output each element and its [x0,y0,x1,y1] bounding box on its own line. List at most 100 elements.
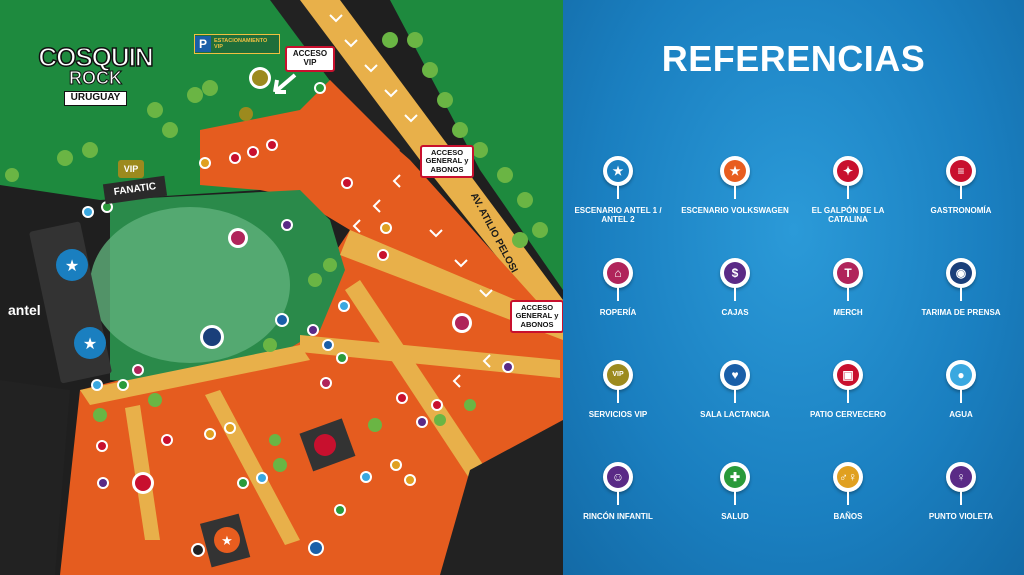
restroom-icon: ♂♀ [837,466,859,488]
star-icon: ★ [724,160,746,182]
path-2 [300,335,560,378]
map-pin: ★ [603,156,633,200]
general-access-sign-2: ACCESO GENERAL y ABONOS [510,300,563,333]
reference-label: SALUD [721,512,749,521]
reference-item: ✚ SALUD [680,462,790,521]
galpon-icon: ✦ [837,160,859,182]
map-graphic: ★ ★ ★ [0,0,563,575]
reference-label: ROPERÍA [599,308,637,317]
galpon-marker [314,434,336,456]
reference-label: PUNTO VIOLETA [928,512,994,521]
stage-antel-2 [74,327,106,359]
map-pin: ≡ [946,156,976,200]
water-drop-icon: ● [950,364,972,386]
reference-item: ≡ GASTRONOMÍA [906,156,1016,215]
pin-head: $ [720,258,750,288]
flow-arrows [329,14,493,388]
parking-label: ESTACIONAMIENTO VIP [214,37,268,50]
reference-item: ♥ SALA LACTANCIA [680,360,790,419]
vip-badge: VIP [118,160,144,178]
map-pin: ✚ [720,462,750,506]
stage-antel-2-star-icon: ★ [83,336,97,353]
logo-line-2: ROCK [69,68,123,89]
burger-icon: ≡ [950,160,972,182]
stage-volkswagen [214,527,240,553]
festival-map: ★ ★ ★ [0,0,563,575]
general-access-sign-1: ACCESO GENERAL y ABONOS [420,145,474,178]
pin-tail [847,287,849,301]
map-pin: ⌂ [603,258,633,302]
map-pin: $ [720,258,750,302]
pin-head: ▣ [833,360,863,390]
reference-item: ★ ESCENARIO VOLKSWAGEN [680,156,790,215]
camera-icon: ◉ [950,262,972,284]
pin-head: ♀ [946,462,976,492]
stage-antel-1 [56,249,88,281]
pin-tail [734,287,736,301]
vip-icon: VIP [607,364,629,386]
pin-head: ◉ [946,258,976,288]
stage-vw-star-icon: ★ [221,533,233,548]
pin-tail [617,389,619,403]
pin-head: ● [946,360,976,390]
pin-head: VIP [603,360,633,390]
map-pin: ▣ [833,360,863,404]
reference-label: PATIO CERVECERO [809,410,886,419]
dollar-icon: $ [724,262,746,284]
map-pin: ♥ [720,360,750,404]
reference-label: AGUA [949,410,973,419]
nursing-icon: ♥ [724,364,746,386]
reference-item: ♀ PUNTO VIOLETA [906,462,1016,521]
reference-item: VIP SERVICIOS VIP [563,360,673,419]
health-cross-icon: ✚ [724,466,746,488]
reference-item: $ CAJAS [680,258,790,317]
pin-head: ★ [720,156,750,186]
reference-item: ★ ESCENARIO ANTEL 1 / ANTEL 2 [563,156,673,224]
parking-sign: P ESTACIONAMIENTO VIP [194,34,280,54]
pin-tail [847,389,849,403]
reference-item: ♂♀ BAÑOS [793,462,903,521]
pin-tail [960,389,962,403]
reference-label: CAJAS [721,308,749,317]
hanger-icon: ⌂ [607,262,629,284]
reference-label: MERCH [833,308,863,317]
beer-icon: ▣ [837,364,859,386]
stage-antel-1-star-icon: ★ [65,258,79,275]
tshirt-icon: T [837,262,859,284]
map-pin: T [833,258,863,302]
star-icon: ★ [607,160,629,182]
dark-corner-right [440,420,563,575]
pin-tail [617,185,619,199]
reference-item: T MERCH [793,258,903,317]
reference-label: SERVICIOS VIP [588,410,648,419]
logo-line-3: URUGUAY [63,91,128,106]
reference-label: BAÑOS [833,512,863,521]
cosquin-rock-logo: COSQUIN ROCK URUGUAY [18,42,173,106]
logo-line-1: COSQUIN [38,42,155,72]
vip-arrow [273,73,297,94]
reference-item: ▣ PATIO CERVECERO [793,360,903,419]
pin-head: ✚ [720,462,750,492]
reference-label: GASTRONOMÍA [930,206,992,215]
pin-tail [617,287,619,301]
reference-item: ● AGUA [906,360,1016,419]
map-pin: VIP [603,360,633,404]
field-highlight [90,207,290,363]
trees [5,32,548,472]
pin-tail [960,185,962,199]
dark-road [270,0,420,175]
reference-item: ✦EL GALPÓN DE LA CATALINA [793,156,903,224]
small-markers [82,67,514,557]
pin-head: T [833,258,863,288]
map-pin: ✦ [833,156,863,200]
parking-icon: P [195,36,211,52]
pin-head: ★ [603,156,633,186]
pin-tail [960,287,962,301]
reference-label: SALA LACTANCIA [700,410,770,419]
pin-tail [734,389,736,403]
pin-head: ♂♀ [833,462,863,492]
violet-point-icon: ♀ [950,466,972,488]
dark-corner-bottom [0,380,70,575]
reference-label: ESCENARIO VOLKSWAGEN [681,206,789,215]
reference-label: ESCENARIO ANTEL 1 / ANTEL 2 [574,206,662,225]
